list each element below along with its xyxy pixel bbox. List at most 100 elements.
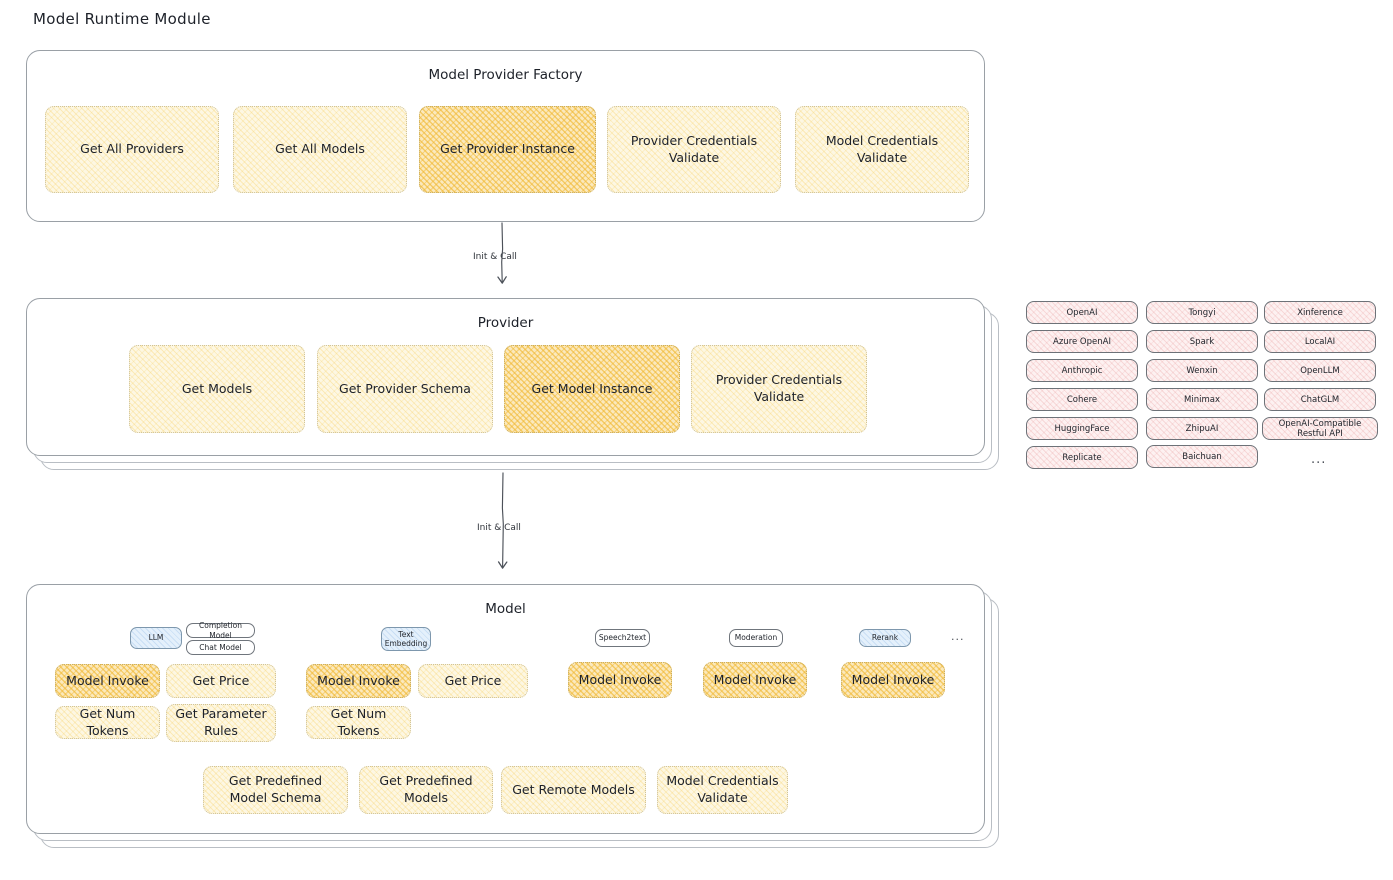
provider-chip-label: Replicate: [1062, 452, 1102, 463]
model-common-label: Get Remote Models: [512, 781, 635, 797]
provider-chip-label: OpenAI: [1066, 307, 1098, 318]
provider-chip-chatglm[interactable]: ChatGLM: [1264, 388, 1376, 411]
provider-chip-label: OpenAI-Compatible Restful API: [1278, 418, 1362, 439]
model-tag-speech2text[interactable]: Speech2text: [595, 629, 650, 647]
provider-chip-label: Minimax: [1184, 394, 1220, 405]
provider-chip-openai-compatible-restful-api[interactable]: OpenAI-Compatible Restful API: [1262, 417, 1378, 440]
provider-item-get-models[interactable]: Get Models: [129, 345, 305, 433]
provider-item-provider-credentials-validate[interactable]: Provider Credentials Validate: [691, 345, 867, 433]
provider-chip-label: OpenLLM: [1300, 365, 1340, 376]
factory-item-label: Provider Credentials Validate: [630, 132, 758, 165]
provider-item-label: Get Model Instance: [531, 380, 653, 396]
provider-title: Provider: [477, 315, 534, 331]
model-item-label: Get Num Tokens: [79, 705, 136, 738]
model-subtag-label: Chat Model: [199, 642, 242, 652]
factory-item-label: Get Provider Instance: [440, 141, 575, 157]
model-llm-item-get-num-tokens[interactable]: Get Num Tokens: [55, 706, 160, 739]
provider-chip-baichuan[interactable]: Baichuan: [1146, 445, 1258, 468]
model-item-label: Model Invoke: [851, 671, 935, 687]
model-tag-rerank[interactable]: Rerank: [859, 629, 911, 647]
model-item-label: Get Price: [444, 672, 502, 688]
model-tag-label: Speech2text: [598, 633, 647, 643]
model-common-get-remote-models[interactable]: Get Remote Models: [501, 766, 646, 814]
provider-chip-huggingface[interactable]: HuggingFace: [1026, 417, 1138, 440]
factory-item-model-credentials-validate[interactable]: Model Credentials Validate: [795, 106, 969, 193]
provider-chip-openai[interactable]: OpenAI: [1026, 301, 1138, 324]
provider-chip-label: Baichuan: [1182, 451, 1222, 462]
model-subtag-chat-model[interactable]: Chat Model: [186, 640, 255, 655]
provider-chip-replicate[interactable]: Replicate: [1026, 446, 1138, 469]
provider-chip-label: ChatGLM: [1300, 394, 1340, 405]
model-item-label: Model Invoke: [578, 671, 662, 687]
factory-item-get-all-providers[interactable]: Get All Providers: [45, 106, 219, 193]
model-common-model-credentials-validate[interactable]: Model Credentials Validate: [657, 766, 788, 814]
model-common-get-predefined-models[interactable]: Get Predefined Models: [359, 766, 493, 814]
model-llm-item-get-parameter-rules[interactable]: Get Parameter Rules: [166, 704, 276, 742]
model-common-label: Get Predefined Models: [379, 773, 473, 805]
connector-label-2: Init & Call: [477, 523, 521, 533]
model-subtag-completion-model[interactable]: Completion Model: [186, 621, 255, 640]
model-speech2text-item-model-invoke[interactable]: Model Invoke: [568, 662, 672, 698]
model-rerank-item-model-invoke[interactable]: Model Invoke: [841, 662, 945, 698]
model-item-label: Model Invoke: [66, 672, 149, 688]
provider-chip-tongyi[interactable]: Tongyi: [1146, 301, 1258, 324]
model-tag-label: Rerank: [871, 633, 899, 643]
provider-item-label: Get Models: [181, 380, 253, 396]
model-llm-item-get-price[interactable]: Get Price: [166, 664, 276, 698]
factory-item-label: Get All Models: [275, 141, 365, 157]
factory-item-provider-credentials-validate[interactable]: Provider Credentials Validate: [607, 106, 781, 193]
provider-chip-label: HuggingFace: [1054, 423, 1110, 434]
provider-item-get-provider-schema[interactable]: Get Provider Schema: [317, 345, 493, 433]
factory-item-get-all-models[interactable]: Get All Models: [233, 106, 407, 193]
model-common-label: Model Credentials Validate: [666, 773, 779, 805]
provider-chip-anthropic[interactable]: Anthropic: [1026, 359, 1138, 382]
page-title: Model Runtime Module: [33, 10, 211, 28]
model-tag-label: Moderation: [734, 633, 778, 643]
provider-chip-minimax[interactable]: Minimax: [1146, 388, 1258, 411]
provider-item-get-model-instance[interactable]: Get Model Instance: [504, 345, 680, 433]
model-title: Model: [485, 601, 526, 617]
model-columns-more-ellipsis: ...: [951, 630, 965, 643]
provider-item-label: Get Provider Schema: [339, 380, 471, 396]
model-llm-item-model-invoke[interactable]: Model Invoke: [55, 664, 160, 698]
provider-chip-label: Wenxin: [1186, 365, 1218, 376]
provider-chip-cohere[interactable]: Cohere: [1026, 388, 1138, 411]
factory-item-label: Model Credentials Validate: [825, 132, 939, 165]
model-text-embedding-item-get-price[interactable]: Get Price: [418, 664, 528, 698]
provider-chip-localai[interactable]: LocalAI: [1264, 330, 1376, 353]
model-item-label: Get Num Tokens: [330, 705, 387, 738]
factory-item-get-provider-instance[interactable]: Get Provider Instance: [419, 106, 596, 193]
model-moderation-item-model-invoke[interactable]: Model Invoke: [703, 662, 807, 698]
provider-chip-openllm[interactable]: OpenLLM: [1264, 359, 1376, 382]
model-tag-label: LLM: [148, 633, 164, 643]
provider-chip-xinference[interactable]: Xinference: [1264, 301, 1376, 324]
model-subtag-label: Completion Model: [199, 621, 242, 640]
provider-chip-label: Cohere: [1066, 394, 1098, 405]
model-common-get-predefined-model-schema[interactable]: Get Predefined Model Schema: [203, 766, 348, 814]
model-item-label: Model Invoke: [713, 671, 797, 687]
model-item-label: Get Price: [192, 672, 250, 688]
provider-list-more-ellipsis: ...: [1311, 452, 1327, 467]
model-tag-text-embedding[interactable]: Text Embedding: [381, 627, 431, 651]
model-text-embedding-item-get-num-tokens[interactable]: Get Num Tokens: [306, 706, 411, 739]
provider-chip-spark[interactable]: Spark: [1146, 330, 1258, 353]
model-tag-llm[interactable]: LLM: [130, 627, 182, 649]
factory-title: Model Provider Factory: [428, 67, 583, 83]
provider-chip-zhipuai[interactable]: ZhipuAI: [1146, 417, 1258, 440]
model-text-embedding-item-model-invoke[interactable]: Model Invoke: [306, 664, 411, 698]
provider-chip-label: Azure OpenAI: [1053, 336, 1111, 347]
provider-item-label: Provider Credentials Validate: [715, 372, 843, 404]
provider-chip-wenxin[interactable]: Wenxin: [1146, 359, 1258, 382]
provider-chip-label: Xinference: [1297, 307, 1343, 318]
model-item-label: Get Parameter Rules: [175, 706, 267, 738]
provider-chip-azure-openai[interactable]: Azure OpenAI: [1026, 330, 1138, 353]
provider-chip-label: LocalAI: [1304, 336, 1336, 347]
model-item-label: Model Invoke: [317, 672, 400, 688]
factory-item-label: Get All Providers: [80, 141, 184, 157]
model-tag-label: Text Embedding: [384, 629, 428, 648]
model-common-label: Get Predefined Model Schema: [228, 773, 323, 805]
model-tag-moderation[interactable]: Moderation: [729, 629, 783, 647]
provider-chip-label: Spark: [1189, 336, 1215, 347]
connector-label-1: Init & Call: [473, 252, 517, 262]
